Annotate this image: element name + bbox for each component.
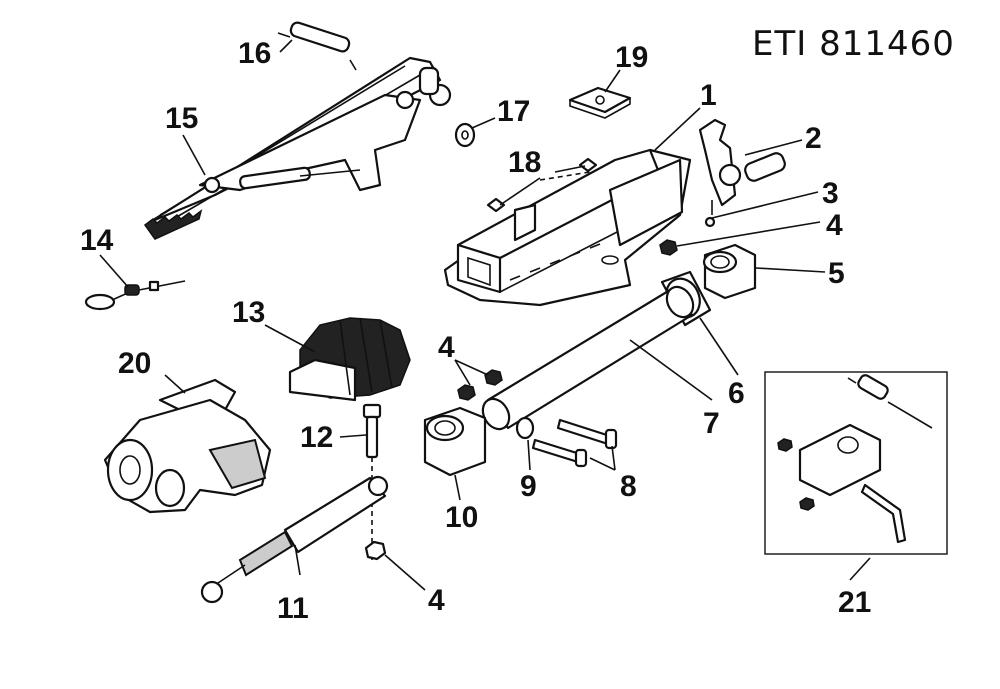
label-part-2: 2 bbox=[805, 122, 822, 155]
part-11-damper bbox=[200, 475, 389, 604]
part-21-kit-box bbox=[764, 371, 948, 555]
label-part-5: 5 bbox=[828, 257, 845, 290]
label-part-4-middle: 4 bbox=[438, 331, 455, 364]
label-part-15: 15 bbox=[165, 102, 198, 135]
part-20-coupling-head bbox=[103, 378, 272, 514]
part-1-housing bbox=[443, 148, 692, 307]
label-part-4-upper: 4 bbox=[826, 209, 843, 242]
label-part-20: 20 bbox=[118, 347, 151, 380]
label-part-9: 9 bbox=[520, 470, 537, 503]
label-part-12: 12 bbox=[300, 421, 333, 454]
label-part-4-lower: 4 bbox=[428, 584, 445, 617]
part-15-handbrake-lever bbox=[143, 56, 452, 240]
label-part-6: 6 bbox=[728, 377, 745, 410]
label-part-10: 10 bbox=[445, 501, 478, 534]
label-part-8: 8 bbox=[620, 470, 637, 503]
label-part-13: 13 bbox=[232, 296, 265, 329]
part-8-bolts bbox=[531, 418, 618, 468]
drawing-code: ETI 811460 bbox=[752, 24, 955, 64]
part-4-nuts-middle bbox=[457, 369, 503, 401]
part-2-latch bbox=[698, 118, 786, 207]
part-3-pin bbox=[704, 200, 716, 228]
part-10-bushing bbox=[423, 406, 487, 477]
label-part-11: 11 bbox=[277, 592, 309, 625]
label-part-16: 16 bbox=[238, 37, 271, 70]
part-13-bellows bbox=[288, 317, 411, 402]
label-part-21: 21 bbox=[838, 586, 871, 619]
part-4-nut-lower bbox=[364, 540, 387, 561]
part-4-nut-upper bbox=[659, 239, 678, 256]
label-part-19: 19 bbox=[615, 41, 648, 74]
part-5-bushing bbox=[702, 243, 757, 300]
part-17-washer bbox=[454, 122, 476, 148]
part-7-tube bbox=[481, 285, 695, 431]
part-18-bolts bbox=[486, 157, 598, 213]
leader-lines bbox=[99, 39, 871, 591]
part-16-pin bbox=[277, 21, 357, 71]
part-19-plate bbox=[568, 86, 632, 119]
label-part-14: 14 bbox=[80, 224, 114, 257]
label-part-7: 7 bbox=[703, 407, 720, 440]
part-number-labels: 1 2 3 4 5 4 6 7 8 9 10 11 4 12 13 14 15 … bbox=[80, 37, 871, 625]
part-9-sleeve bbox=[515, 416, 535, 440]
label-part-17: 17 bbox=[497, 95, 530, 128]
label-part-18: 18 bbox=[508, 146, 541, 179]
label-part-1: 1 bbox=[700, 79, 717, 112]
part-14-breakaway-cable bbox=[84, 280, 186, 311]
label-part-3: 3 bbox=[822, 177, 839, 210]
